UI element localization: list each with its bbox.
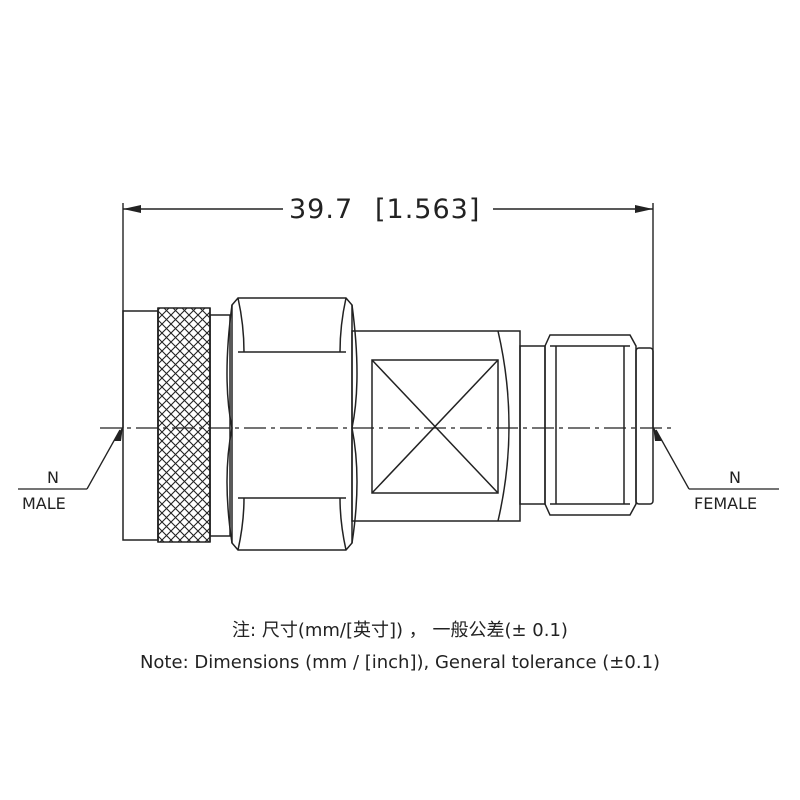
male-label-gender: MALE bbox=[22, 494, 66, 513]
hex-nut bbox=[226, 297, 358, 551]
female-end bbox=[519, 334, 654, 516]
dimension-imperial-value: [1.563] bbox=[375, 194, 480, 225]
knurl-rear-ring bbox=[209, 314, 231, 537]
female-label-gender: FEMALE bbox=[694, 494, 757, 513]
arrowhead-left bbox=[123, 205, 141, 213]
female-label-type: N bbox=[729, 468, 741, 487]
male-leader bbox=[18, 426, 123, 490]
square-body bbox=[351, 330, 521, 522]
dimension-metric-value: 39.7 bbox=[289, 194, 353, 225]
male-label-type: N bbox=[47, 468, 59, 487]
female-leader bbox=[653, 426, 779, 490]
knurled-grip bbox=[157, 307, 211, 543]
note-english: Note: Dimensions (mm / [inch]), General … bbox=[139, 652, 661, 673]
male-coupling-front bbox=[122, 310, 159, 541]
connector-body bbox=[122, 297, 654, 551]
arrowhead-right bbox=[635, 205, 653, 213]
note-chinese: 注: 尺寸(mm/[英寸]) ， 一般公差(± 0.1) bbox=[232, 620, 568, 641]
